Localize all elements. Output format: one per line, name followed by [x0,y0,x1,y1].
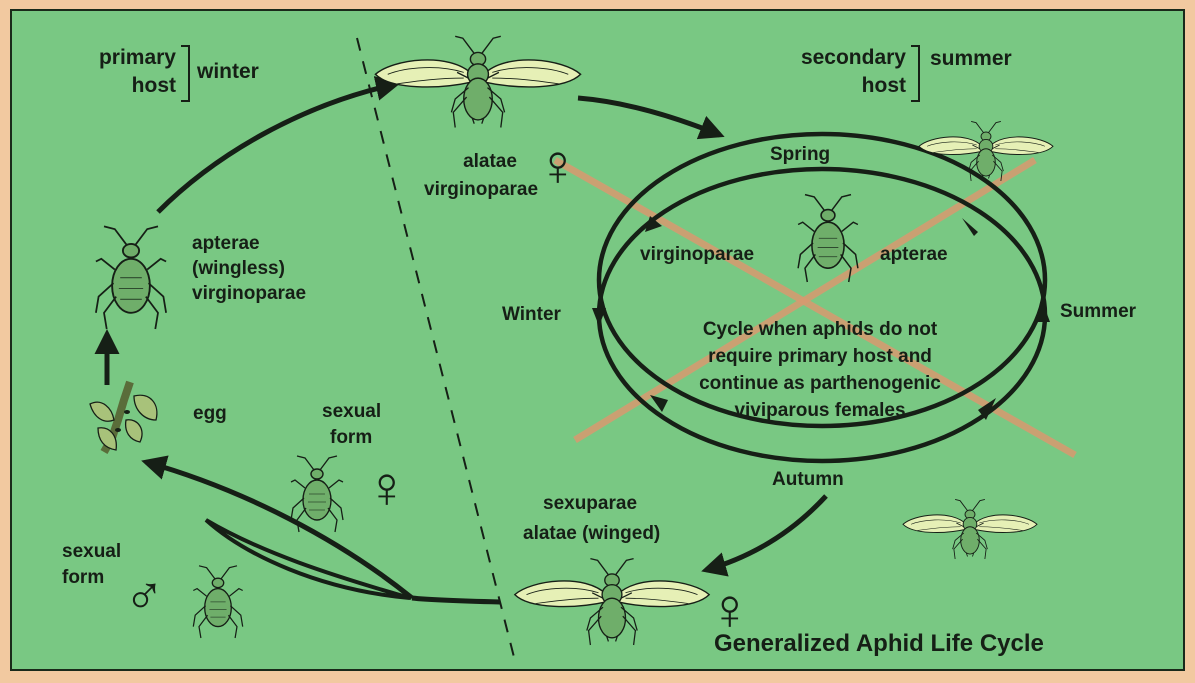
aphid-wingless-icon [193,566,242,638]
summer-season-label: Summer [1060,300,1136,324]
bracket-left [181,46,189,101]
sexual-male-label: sexual [62,540,121,564]
aphid-winged-icon [903,499,1037,559]
alatae-virginoparae-label: virginoparae [424,178,538,202]
alatae-winged-label: alatae (winged) [523,522,660,546]
secondary-label: secondary [740,46,906,70]
apterae-inner-label: apterae [880,243,948,267]
egg-cluster-icon [90,382,157,452]
aphid-winged-icon [919,121,1053,181]
diagram-title: Generalized Aphid Life Cycle [714,632,1044,656]
sexual-female-label: sexual [322,400,381,424]
spring-label: Spring [770,143,830,167]
winter-heading: winter [197,60,259,84]
virginoparae-inner-label: virginoparae [640,243,754,267]
form-female-label: form [330,426,372,450]
summer-heading: summer [930,47,1012,71]
male-symbol-icon: ♂ [124,566,165,626]
host-divider-line [357,38,516,665]
wingless-label: (wingless) [192,257,285,281]
aphid-wingless-icon [291,456,343,532]
cycle-note-line-2: require primary host and [620,345,1020,369]
cycle-note-line-1: Cycle when aphids do not [620,318,1020,342]
female-symbol-icon: ♀ [536,134,580,198]
bracket-right [911,46,919,101]
apterae-label: apterae [192,232,260,256]
sexuparae-label: sexuparae [543,492,637,516]
cycle-note-line-3: continue as parthenogenic [620,372,1020,396]
aphid-winged-icon [515,559,709,645]
female-symbol-icon: ♀ [365,456,409,520]
autumn-label: Autumn [772,468,844,492]
cycle-note-line-4: viviparous females [620,399,1020,423]
aphid-wingless-icon [798,195,858,282]
host-right-label: host [740,74,906,98]
aphid-winged-icon [375,36,580,127]
alatae-label: alatae [430,150,550,174]
aphid-wingless-icon [96,226,166,329]
egg-label: egg [193,402,227,426]
host-left-label: host [68,74,176,98]
apterae-virginoparae-label: virginoparae [192,282,306,306]
form-male-label: form [62,566,104,590]
winter-season-label: Winter [502,303,561,327]
primary-label: primary [68,46,176,70]
